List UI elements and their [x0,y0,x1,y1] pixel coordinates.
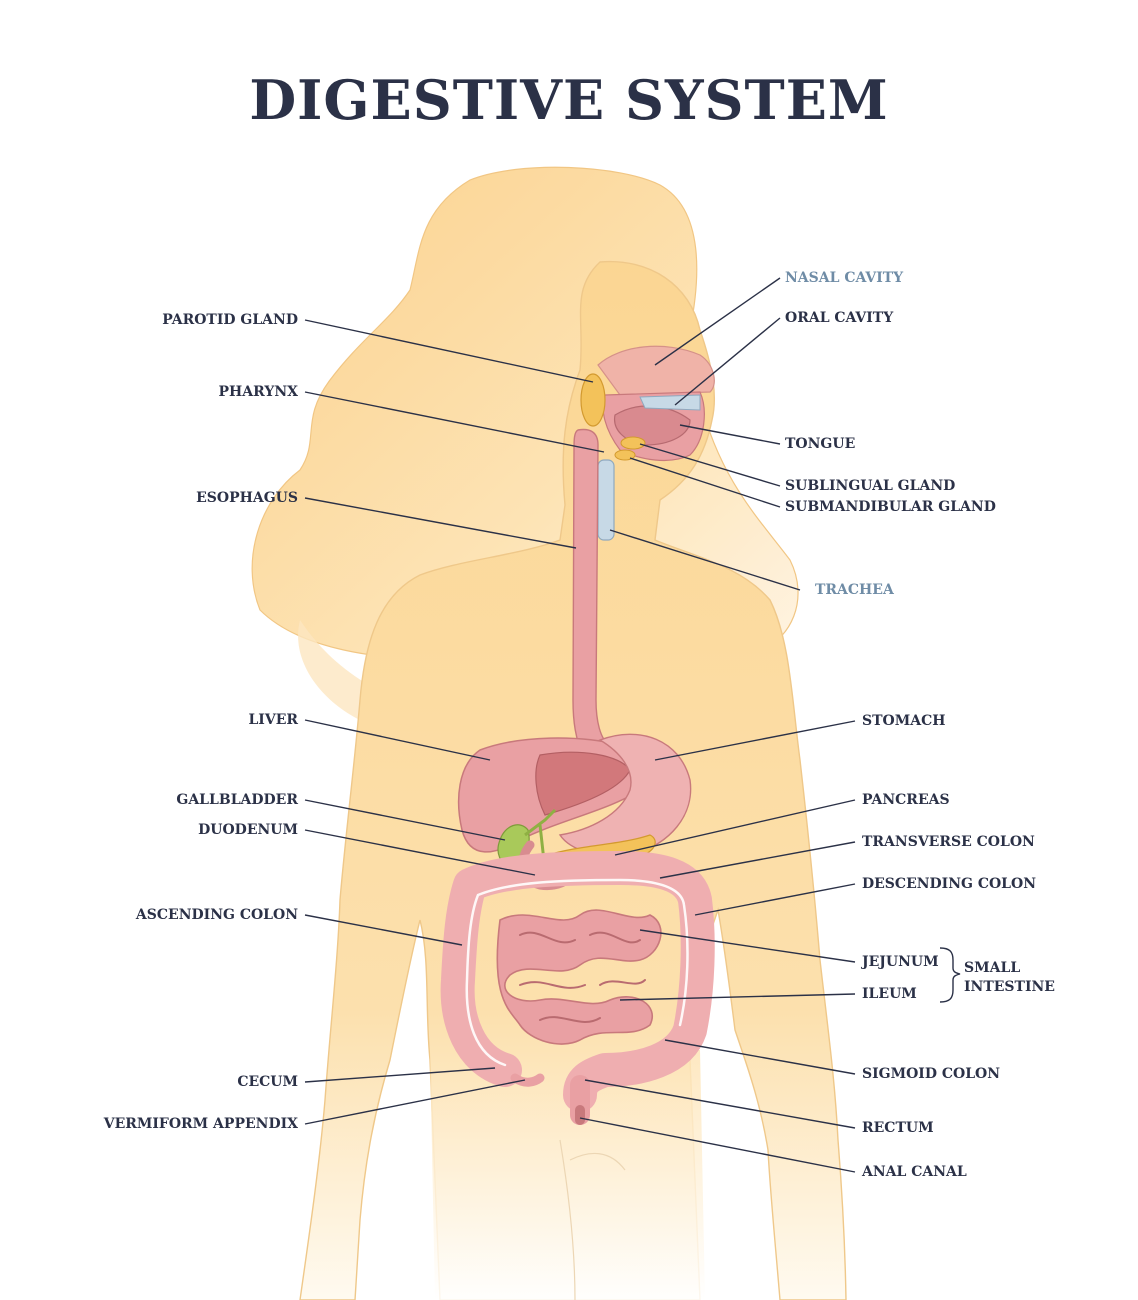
leader-parotid-gland [304,319,594,383]
label-sigmoid-colon: SIGMOID COLON [862,1066,1001,1082]
leader-pharynx [304,391,605,453]
leader-pancreas [614,799,856,856]
label-ascending-colon: ASCENDING COLON [135,907,298,923]
leader-ascending-colon [304,914,463,946]
page-title: DIGESTIVE SYSTEM [249,68,889,132]
label-small-intestine-line1: SMALL [964,960,1021,976]
small-intestine-shape [496,909,662,1045]
leader-transverse-colon [659,841,856,879]
leader-liver [304,719,491,761]
label-duodenum: DUODENUM [198,822,298,838]
leader-ileum [619,993,856,1001]
label-parotid-gland: PAROTID GLAND [162,312,298,328]
small-intestine-bracket [939,947,961,1003]
leader-oral-cavity [674,317,781,406]
leader-sublingual-gland [639,443,781,487]
label-vermiform-appendix: VERMIFORM APPENDIX [103,1116,298,1132]
leader-tongue [679,424,781,445]
colon-shape [440,851,715,1112]
label-nasal-cavity: NASAL CAVITY [785,270,904,286]
colon-highlight [465,878,689,1067]
label-sublingual-gland: SUBLINGUAL GLAND [785,478,956,494]
label-cecum: CECUM [237,1074,298,1090]
label-submandibular-gland: SUBMANDIBULAR GLAND [785,499,996,515]
label-descending-colon: DESCENDING COLON [862,876,1037,892]
leader-descending-colon [694,883,856,916]
liver-lobe-shape [535,751,631,816]
leader-lines [304,277,961,1173]
parotid-gland-shape [580,373,606,427]
submandibular-gland-shape [614,449,636,461]
leader-esophagus [304,497,577,549]
palate-blue-shape [639,394,701,411]
leader-nasal-cavity [654,277,781,366]
label-transverse-colon: TRANSVERSE COLON [862,834,1035,850]
label-liver: LIVER [248,712,298,728]
leader-cecum [304,1067,496,1083]
label-pancreas: PANCREAS [862,792,950,808]
leader-stomach [654,720,856,761]
legs-fade [430,1050,705,1300]
label-ileum: ILEUM [862,986,917,1002]
leader-duodenum [304,829,536,876]
label-trachea: TRACHEA [815,582,894,598]
label-pharynx: PHARYNX [218,384,298,400]
leader-vermiform-appendix [304,1079,526,1125]
leader-jejunum [639,929,856,963]
label-anal-canal: ANAL CANAL [862,1164,967,1180]
nasal-cavity-shape [597,345,715,396]
label-jejunum: JEJUNUM [862,954,939,970]
appendix-shape [510,1073,545,1087]
leader-submandibular-gland [629,457,781,508]
trachea-shape [597,459,615,541]
label-tongue: TONGUE [785,436,856,452]
leader-sigmoid-colon [664,1039,856,1075]
sublingual-gland-shape [620,436,646,450]
label-esophagus: ESOPHAGUS [196,490,298,506]
leader-gallbladder [304,799,506,841]
label-gallbladder: GALLBLADDER [176,792,298,808]
label-oral-cavity: ORAL CAVITY [785,310,894,326]
legs-outline [559,1139,626,1300]
label-stomach: STOMACH [862,713,946,729]
leader-anal-canal [579,1117,856,1173]
leader-rectum [584,1079,856,1129]
label-rectum: RECTUM [862,1120,934,1136]
leader-trachea [609,529,801,591]
small-intestine-coils [519,931,646,1023]
label-small-intestine-line2: INTESTINE [964,979,1055,995]
